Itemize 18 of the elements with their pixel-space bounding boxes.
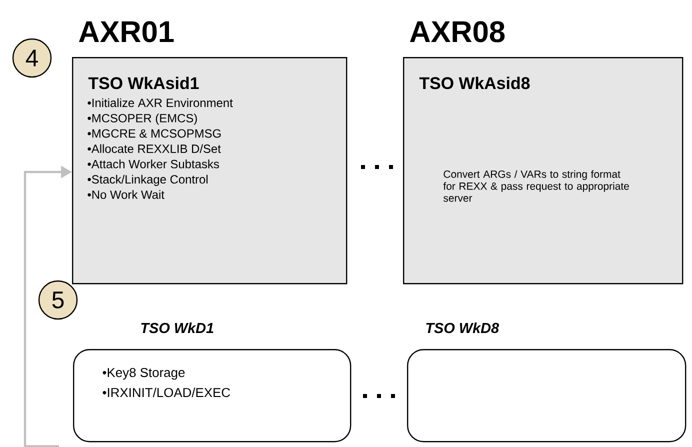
box-title: TSO WkAsid1 <box>88 76 199 90</box>
bullet-item: •No Work Wait <box>88 190 164 199</box>
callout-number: 4 <box>12 38 52 78</box>
heading: AXR08 <box>410 21 505 42</box>
bullet-item: •Stack/Linkage Control <box>88 174 208 186</box>
heading: AXR01 <box>78 21 174 42</box>
bullet-item: •MCSOPER (EMCS) <box>88 114 197 125</box>
bullet-item: •MGCRE & MCSOPMSG <box>88 129 221 138</box>
box-title: TSO WkAsid8 <box>419 76 530 90</box>
description: Convert ARGs / VARs to string format for REXX & pass request to appropriate server <box>443 170 629 202</box>
bullet-item: •Key8 Storage <box>102 368 185 380</box>
bullet-item: •Attach Worker Subtasks <box>88 160 219 168</box>
heading: TSO WkD1 <box>141 322 214 334</box>
bullet-item: •Allocate REXXLIB D/Set <box>88 144 221 153</box>
bullet-item: •IRXINIT/LOAD/EXEC <box>102 388 230 398</box>
callout-number: 5 <box>38 280 78 320</box>
bullet-item: •Initialize AXR Environment <box>88 98 233 108</box>
heading: TSO WkD8 <box>426 322 500 334</box>
